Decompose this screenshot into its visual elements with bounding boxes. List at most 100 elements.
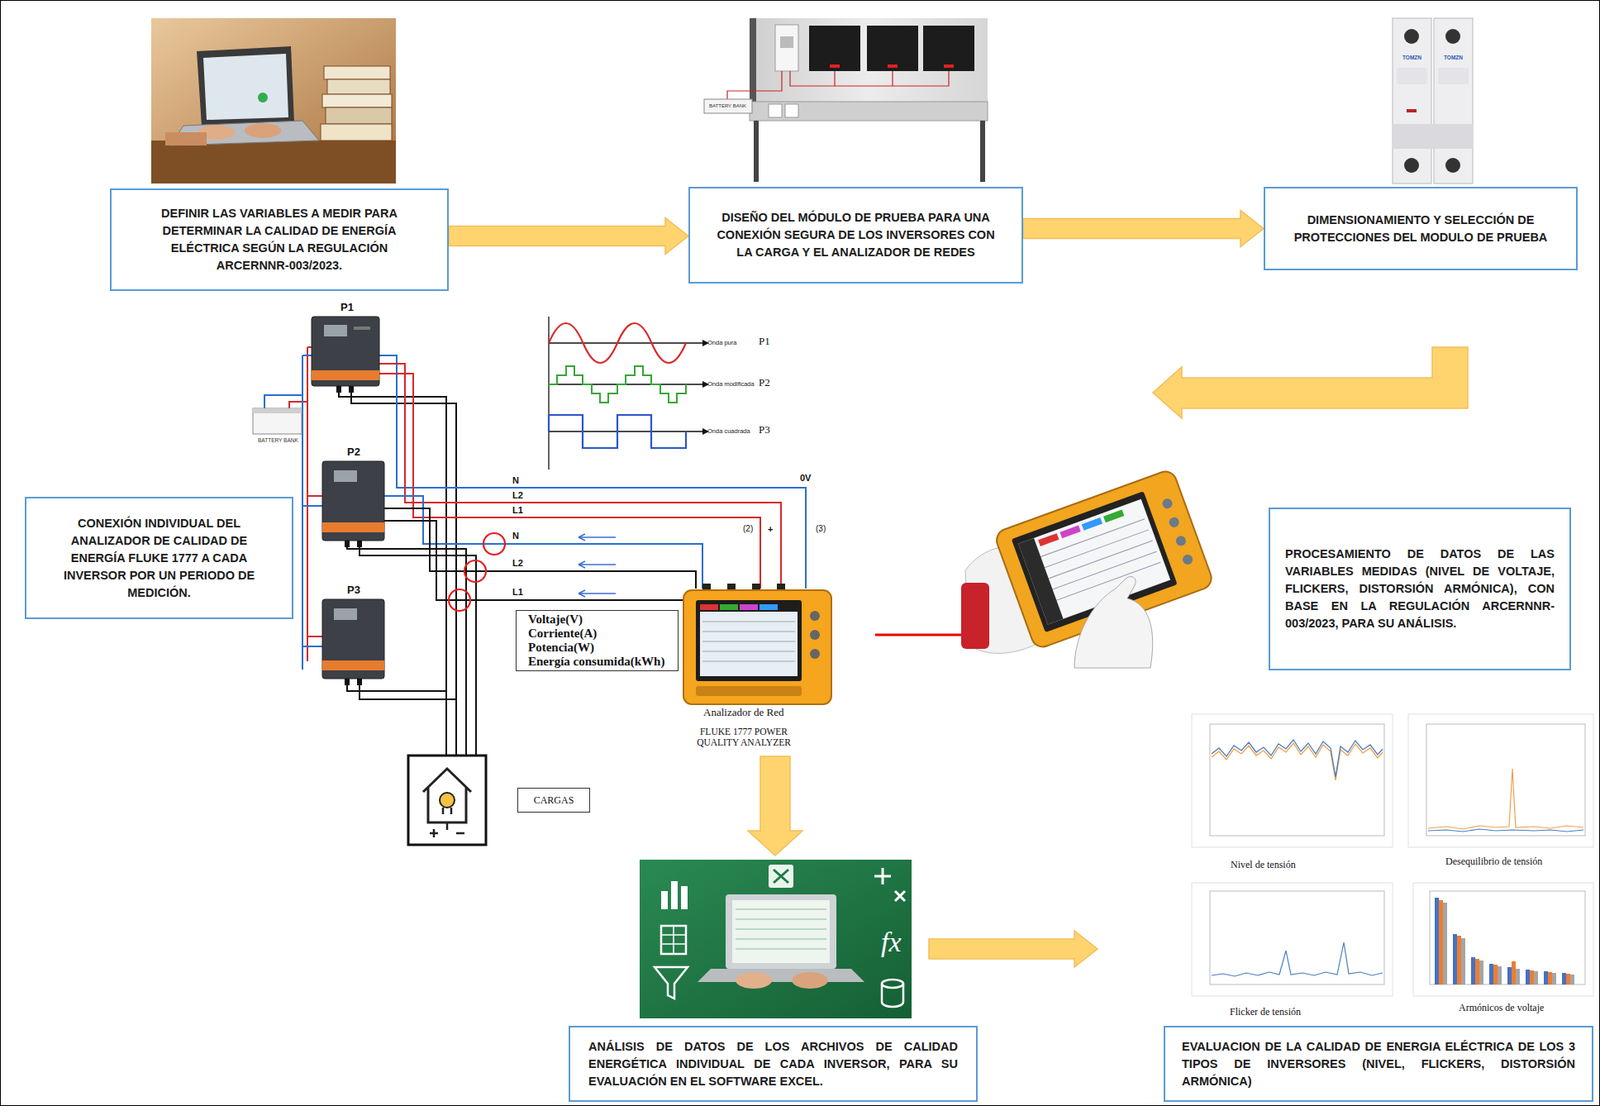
harmonics-chart: [1570, 974, 1575, 985]
test-module-photo: [749, 18, 757, 102]
brand-label: TOMZN: [1443, 54, 1463, 61]
inverter-drawing: [353, 326, 371, 330]
test-module-photo: [785, 104, 799, 118]
conductor-label: L1: [512, 504, 524, 516]
box-text: Voltaje(V): [528, 612, 667, 627]
chart-caption: Desequilibrio de tensión: [1445, 856, 1543, 868]
analyzer-device: [695, 600, 802, 681]
study-photo: [151, 18, 396, 184]
box-text: Corriente(A): [528, 626, 667, 641]
conductor-label: N: [512, 530, 520, 542]
test-module-photo: [943, 64, 954, 68]
test-module-photo: [727, 71, 949, 100]
harmonics-chart: [1507, 966, 1512, 985]
tablet-photo: [1018, 499, 1171, 625]
harmonics-chart: [1452, 933, 1458, 985]
harmonics-chart: [1479, 960, 1484, 985]
test-module-photo: [768, 104, 782, 118]
study-photo: [165, 132, 207, 146]
harmonics-chart: [1457, 935, 1462, 985]
house-load-icon: [423, 768, 472, 823]
analyzer-wiring: [384, 520, 684, 600]
inverter-label: P1: [340, 301, 354, 315]
conductor-label: L2: [512, 490, 524, 501]
protection-photo: [1392, 18, 1473, 184]
test-module-photo: [809, 25, 861, 72]
inverter-drawing: [322, 461, 385, 541]
waveform-plot: [548, 414, 686, 448]
harmonics-chart: [1438, 900, 1443, 985]
analyzer-wiring: [464, 560, 486, 582]
protection-photo: [1404, 157, 1420, 173]
test-module-photo: [749, 101, 988, 121]
waveform-plot: [548, 316, 710, 470]
study-photo: [320, 123, 392, 141]
analyzer-device: [809, 648, 820, 659]
excel-photo: [881, 983, 904, 1007]
house-load-icon: [442, 807, 452, 830]
harmonics-chart: [1461, 938, 1466, 985]
wave-tag: P2: [758, 376, 771, 390]
excel-photo: [661, 880, 688, 910]
arrow-decoration: [747, 756, 803, 856]
process-box: ANÁLISIS DE DATOS DE LOS ARCHIVOS DE CAL…: [568, 1025, 978, 1102]
study-photo: [151, 140, 396, 184]
excel-photo: [639, 859, 912, 1019]
protection-photo: [1404, 28, 1420, 44]
analyzer-device: [809, 610, 820, 621]
box-text: DEFINIR LAS VARIABLES A MEDIR PARA DETER…: [134, 204, 424, 275]
excel-photo: [735, 909, 827, 949]
brand-label: TOMZN: [1402, 54, 1422, 61]
wave-tag: P3: [758, 423, 771, 437]
excel-photo: [697, 968, 865, 982]
harmonics-chart: [1471, 957, 1476, 985]
analyzer-wiring: [379, 363, 781, 589]
chart-caption: Nivel de tensión: [1230, 859, 1296, 872]
process-box: PROCESAMIENTO DE DATOS DE LAS VARIABLES …: [1268, 507, 1572, 671]
terminal-label: +: [767, 523, 773, 535]
formula-icon: fx: [880, 925, 902, 958]
box-text: Potencia(W): [528, 640, 667, 655]
study-photo: [151, 18, 396, 184]
flow-arrow: [1023, 210, 1264, 248]
study-photo: [257, 92, 268, 103]
inverter-drawing: [252, 408, 302, 434]
study-photo: [325, 107, 392, 124]
load-wiring: [359, 684, 457, 700]
test-module-photo: [780, 36, 794, 48]
excel-photo: [661, 925, 686, 954]
flicker-chart: [1191, 882, 1393, 996]
box-text: PROCESAMIENTO DE DATOS DE LAS VARIABLES …: [1285, 545, 1555, 633]
voltage-level-chart: [1191, 714, 1393, 848]
protection-photo: [1445, 28, 1461, 44]
harmonics-chart: [1561, 972, 1567, 985]
process-box: EVALUACION DE LA CALIDAD DE ENERGIA ELÉC…: [1163, 1025, 1594, 1102]
protection-photo: [1445, 157, 1461, 173]
process-box: CONEXIÓN INDIVIDUAL DEL ANALIZADOR DE CA…: [24, 496, 294, 620]
excel-photo: [773, 869, 789, 883]
inverter-drawing: [323, 324, 348, 337]
flow-arrow: [448, 218, 689, 255]
inverter-drawing: [252, 408, 302, 414]
harmonics-chart: [1429, 890, 1586, 985]
device-caption: FLUKE 1777 POWER QUALITY ANALYZER: [681, 726, 806, 748]
house-load-icon: [439, 792, 455, 808]
protection-photo: [1438, 67, 1469, 85]
test-module-photo: [887, 64, 898, 68]
inverter-drawing: [322, 660, 385, 671]
inverter-drawing: [333, 470, 358, 482]
voltage-level-chart: [1191, 714, 1393, 848]
tablet-photo: [1038, 533, 1059, 547]
harmonics-chart: [1566, 973, 1571, 985]
harmonics-chart: [1434, 897, 1439, 985]
analyzer-device: [683, 583, 832, 705]
test-module-photo: [923, 25, 975, 72]
harmonics-chart: [1497, 966, 1502, 985]
harmonics-chart: [1442, 902, 1448, 985]
tablet-photo: [1018, 538, 1063, 625]
tablet-photo: [1081, 517, 1103, 531]
process-box: DEFINIR LAS VARIABLES A MEDIR PARA DETER…: [109, 188, 449, 291]
conductor-label: L2: [512, 557, 524, 569]
protection-photo: [1392, 123, 1473, 149]
